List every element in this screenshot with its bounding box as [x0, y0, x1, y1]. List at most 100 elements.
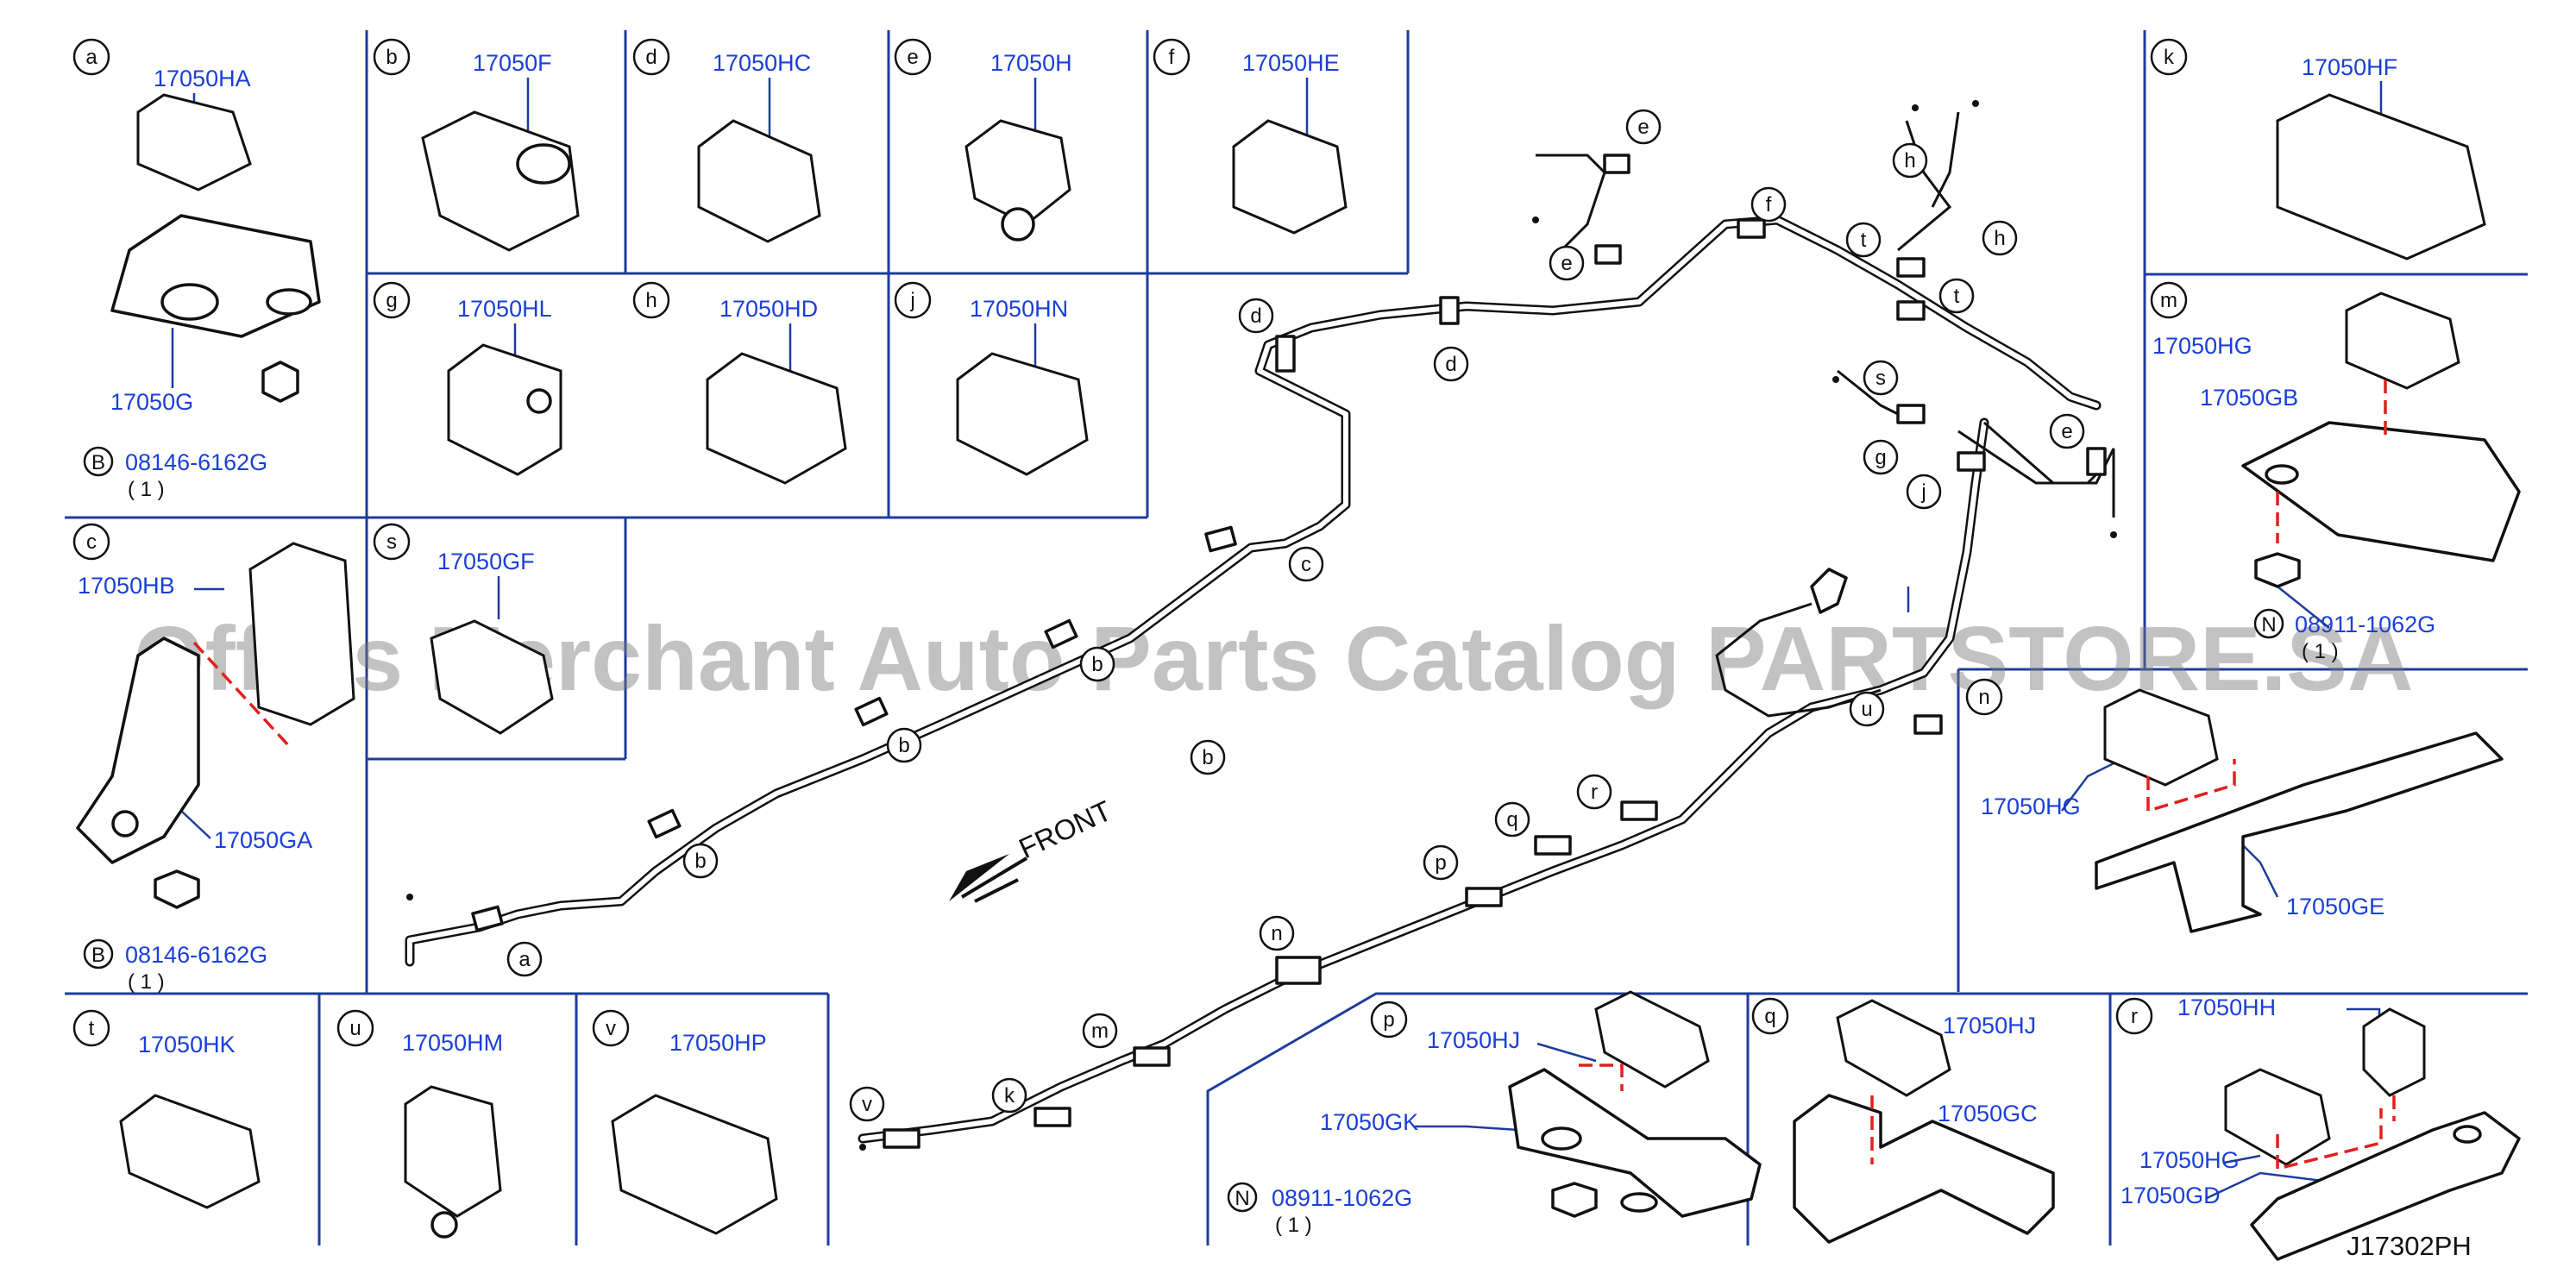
route-callout-v-26-letter: v	[862, 1093, 872, 1116]
panel-letter-f[interactable]: f	[1153, 38, 1191, 76]
part-label-n-2[interactable]: 17050GE	[2286, 894, 2384, 919]
part-label-g[interactable]: 17050HL	[457, 296, 552, 322]
fastener-number-c[interactable]: 08146-6162G	[125, 942, 267, 968]
route-callout-b-4-letter: b	[1202, 746, 1213, 769]
route-callout-c-5[interactable]: c	[1288, 546, 1324, 582]
fastener-m[interactable]: N 08911-1062G ( 1 )	[2253, 608, 2435, 663]
part-label-c-1[interactable]: 17050HB	[78, 573, 175, 599]
route-callout-t-24[interactable]: t	[1938, 278, 1975, 314]
route-callout-f-11[interactable]: f	[1750, 186, 1787, 223]
fastener-c[interactable]: B 08146-6162G ( 1 )	[83, 938, 267, 994]
route-callout-b-2[interactable]: b	[886, 727, 922, 763]
panel-letter-a[interactable]: a	[72, 38, 110, 76]
route-callout-e-8[interactable]: e	[1625, 109, 1662, 145]
route-callout-b-1[interactable]: b	[1079, 646, 1115, 682]
part-label-h[interactable]: 17050HD	[719, 296, 818, 322]
part-label-a-2[interactable]: 17050G	[110, 389, 193, 415]
route-callout-q-20[interactable]: q	[1494, 801, 1530, 838]
route-callout-m-17[interactable]: m	[1082, 1013, 1118, 1049]
fastener-a[interactable]: B 08146-6162G ( 1 )	[83, 446, 267, 501]
route-callout-b-3[interactable]: b	[682, 843, 719, 879]
clip-17050HM-drawing	[404, 1085, 502, 1218]
panel-letter-j[interactable]: j	[894, 281, 932, 319]
route-callout-v-26[interactable]: v	[849, 1086, 885, 1122]
panel-letter-d[interactable]: d	[632, 38, 670, 76]
part-label-r-2[interactable]: 17050HG	[2139, 1147, 2240, 1173]
route-callout-r-21[interactable]: r	[1576, 774, 1612, 810]
part-label-f[interactable]: 17050HE	[1242, 50, 1340, 76]
part-label-r-3[interactable]: 17050GD	[2120, 1183, 2221, 1208]
panel-letter-t-letter: t	[89, 1017, 95, 1040]
route-callout-h-13[interactable]: h	[1892, 142, 1928, 179]
part-label-q-1[interactable]: 17050HJ	[1943, 1013, 2036, 1038]
route-callout-j-15[interactable]: j	[1906, 474, 1942, 510]
route-callout-e-10-letter: e	[2061, 420, 2072, 443]
panel-letter-m[interactable]: m	[2150, 281, 2188, 319]
clip-17050HP-drawing	[611, 1094, 778, 1235]
bolt-drawing-c	[154, 869, 200, 909]
route-callout-h-14[interactable]: h	[1982, 220, 2018, 256]
route-callout-a-0[interactable]: a	[506, 941, 543, 977]
route-callout-e-9[interactable]: e	[1549, 245, 1585, 281]
route-callout-d-7-letter: d	[1445, 353, 1456, 376]
part-label-m-2[interactable]: 17050GB	[2200, 385, 2298, 411]
part-label-d[interactable]: 17050HC	[713, 50, 811, 76]
panel-letter-h-letter: h	[645, 289, 657, 312]
panel-letter-u[interactable]: u	[336, 1009, 374, 1047]
route-callout-p-19[interactable]: p	[1423, 844, 1459, 881]
fastener-number-a[interactable]: 08146-6162G	[125, 449, 267, 475]
panel-letter-v[interactable]: v	[592, 1009, 630, 1047]
route-callout-u-25[interactable]: u	[1849, 691, 1885, 727]
part-label-t[interactable]: 17050HK	[138, 1032, 236, 1057]
part-label-k[interactable]: 17050HF	[2302, 54, 2397, 80]
route-callout-d-6[interactable]: d	[1238, 298, 1274, 334]
route-callout-n-18[interactable]: n	[1259, 915, 1295, 951]
part-label-p-1[interactable]: 17050HJ	[1427, 1027, 1520, 1053]
panel-letter-g[interactable]: g	[373, 281, 411, 319]
route-callout-t-23[interactable]: t	[1845, 222, 1882, 258]
nut-drawing-p	[1551, 1182, 1598, 1218]
fastener-p[interactable]: N 08911-1062G ( 1 )	[1227, 1182, 1412, 1237]
fastener-qty-a: ( 1 )	[128, 478, 165, 501]
panel-letter-s[interactable]: s	[373, 523, 411, 561]
route-callout-r-21-letter: r	[1591, 781, 1598, 804]
panel-letter-k[interactable]: k	[2150, 38, 2188, 76]
panel-letter-t[interactable]: t	[72, 1009, 110, 1047]
route-callout-t-24-letter: t	[1954, 285, 1960, 308]
panel-letter-b[interactable]: b	[373, 38, 411, 76]
route-callout-s-22[interactable]: s	[1863, 360, 1899, 396]
part-label-p-2[interactable]: 17050GK	[1320, 1109, 1418, 1135]
route-callout-e-8-letter: e	[1637, 116, 1649, 139]
route-callout-k-16[interactable]: k	[991, 1077, 1027, 1114]
route-callout-d-7[interactable]: d	[1433, 346, 1469, 382]
part-label-v[interactable]: 17050HP	[669, 1030, 767, 1056]
part-label-u[interactable]: 17050HM	[402, 1030, 503, 1056]
part-label-m-1[interactable]: 17050HG	[2152, 333, 2252, 359]
route-callout-e-10[interactable]: e	[2049, 413, 2085, 449]
panel-letter-e[interactable]: e	[894, 38, 932, 76]
clip-17050HH-drawing	[2224, 1068, 2331, 1166]
panel-letter-r[interactable]: r	[2115, 997, 2153, 1035]
panel-letter-p[interactable]: p	[1370, 1001, 1408, 1038]
fastener-number-p[interactable]: 08911-1062G	[1272, 1185, 1412, 1211]
panel-letter-q[interactable]: q	[1751, 997, 1789, 1035]
route-callout-c-5-letter: c	[1301, 553, 1311, 576]
part-label-j[interactable]: 17050HN	[970, 296, 1068, 322]
route-callout-b-1-letter: b	[1091, 653, 1103, 676]
panel-letter-n[interactable]: n	[1965, 678, 2003, 716]
panel-letter-c[interactable]: c	[72, 523, 110, 561]
part-label-s[interactable]: 17050GF	[437, 549, 535, 574]
clip-17050HE-drawing	[1232, 119, 1348, 235]
part-label-a-1[interactable]: 17050HA	[154, 66, 251, 91]
part-label-c-2[interactable]: 17050GA	[214, 827, 312, 853]
part-label-q-2[interactable]: 17050GC	[1938, 1101, 2038, 1126]
route-callout-g-12[interactable]: g	[1863, 439, 1899, 475]
fastener-number-m[interactable]: 08911-1062G	[2295, 612, 2435, 637]
route-callout-b-4[interactable]: b	[1190, 739, 1226, 775]
part-label-b[interactable]: 17050F	[473, 50, 552, 76]
panel-letter-h[interactable]: h	[632, 281, 670, 319]
part-label-r-1[interactable]: 17050HH	[2177, 995, 2276, 1020]
part-label-e[interactable]: 17050H	[990, 50, 1072, 76]
